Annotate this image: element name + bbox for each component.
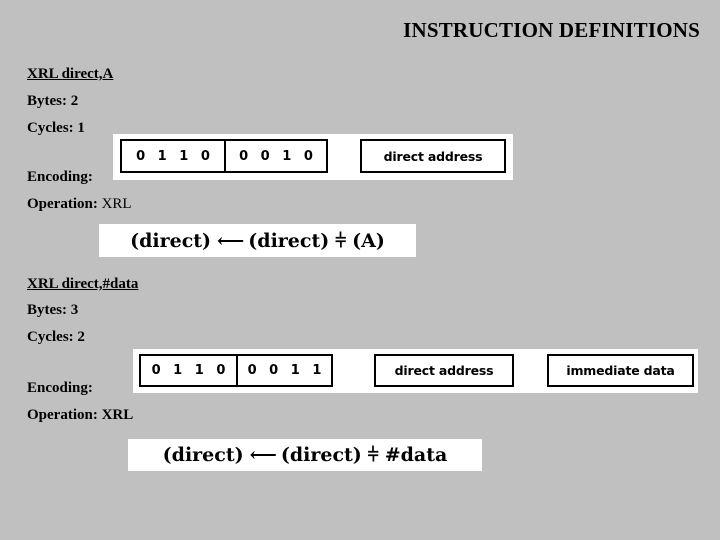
instruction-heading-xrl-direct-a: XRL direct,A xyxy=(27,66,114,82)
cycles-label-2: Cycles: 2 xyxy=(27,329,85,345)
formula-dest-2: (direct) xyxy=(162,444,244,466)
operation-formula-1: (direct) ⟵ (direct) ⫩ (A) xyxy=(99,224,416,257)
operation-label-1: Operation: xyxy=(27,196,98,212)
opcode-nibble-high-2: 0 1 1 0 xyxy=(151,363,230,378)
operation-label-2: Operation: xyxy=(27,407,98,423)
encoding-figure-2: 0 1 1 0 0 0 1 1 direct address immediate… xyxy=(133,349,698,393)
formula-left-operand-2: (direct) xyxy=(280,444,362,466)
operand-box-immediate-data-2: immediate data xyxy=(547,354,694,387)
page-title: INSTRUCTION DEFINITIONS xyxy=(403,18,700,42)
operation-value-2: XRL xyxy=(101,407,134,423)
operand-box-direct-address-2: direct address xyxy=(374,354,514,387)
left-arrow-icon-1: ⟵ xyxy=(217,229,244,252)
operation-row-2: Operation: XRL xyxy=(27,408,133,423)
xor-operator-icon-2: ⫩ xyxy=(367,444,379,466)
opcode-nibble-low-1: 0 0 1 0 xyxy=(224,141,326,171)
operation-formula-2: (direct) ⟵ (direct) ⫩ #data xyxy=(128,439,482,471)
encoding-label-2: Encoding: xyxy=(27,380,93,396)
left-arrow-icon-2: ⟵ xyxy=(249,444,277,466)
encoding-figure-1: 0 1 1 0 0 0 1 0 direct address xyxy=(113,134,513,180)
xor-operator-icon-1: ⫩ xyxy=(335,229,347,252)
formula-right-operand-2: #data xyxy=(384,444,448,466)
opcode-byte-1: 0 1 1 0 0 0 1 0 xyxy=(120,139,328,173)
operation-value-1: XRL xyxy=(101,196,132,212)
operand-box-direct-address-1: direct address xyxy=(360,139,506,173)
bytes-label-2: Bytes: 3 xyxy=(27,302,79,318)
encoding-label-1: Encoding: xyxy=(27,169,93,185)
formula-dest-1: (direct) xyxy=(130,229,212,252)
formula-right-operand-1: (A) xyxy=(352,229,385,252)
operation-row-1: Operation: XRL xyxy=(27,197,132,212)
opcode-byte-2: 0 1 1 0 0 0 1 1 xyxy=(139,354,333,387)
instruction-heading-xrl-direct-data: XRL direct,#data xyxy=(27,276,139,292)
formula-left-operand-1: (direct) xyxy=(248,229,330,252)
cycles-label-1: Cycles: 1 xyxy=(27,120,85,136)
opcode-nibble-low-2: 0 0 1 1 xyxy=(236,356,331,385)
opcode-nibble-high-1: 0 1 1 0 xyxy=(136,148,214,164)
bytes-label-1: Bytes: 2 xyxy=(27,93,79,109)
